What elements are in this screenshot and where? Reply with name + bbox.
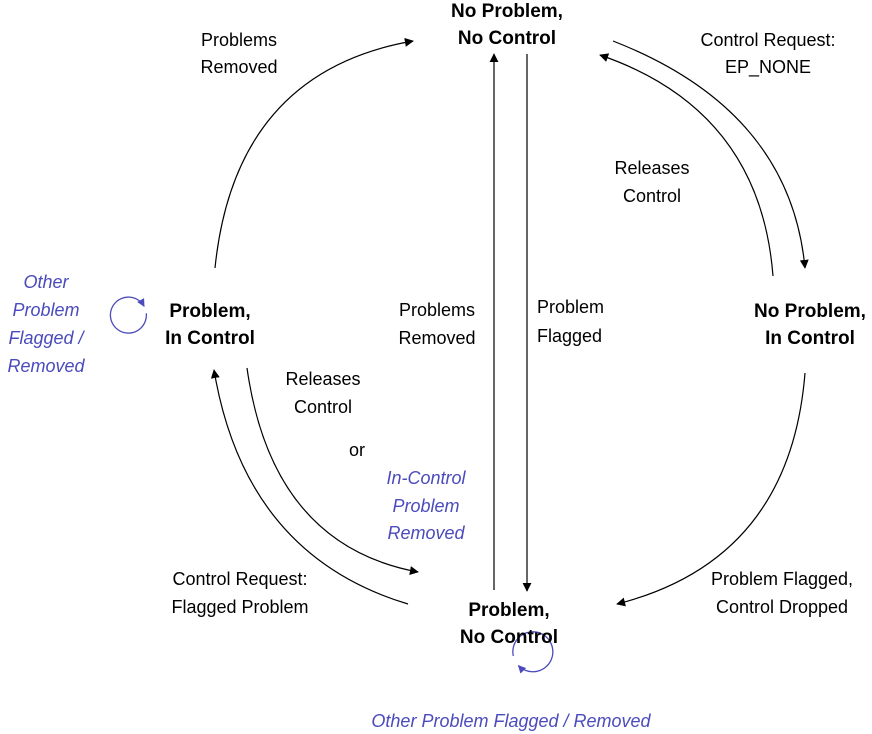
label-problems-removed-top-left-2: Removed bbox=[200, 57, 277, 77]
edge-top-to-right bbox=[612, 40, 809, 269]
label-problems-removed-top-left-1: Problems bbox=[201, 30, 277, 50]
label-left-loop-4: Removed bbox=[7, 356, 85, 376]
label-left-loop-3: Flagged / bbox=[8, 328, 85, 348]
label-problems-removed-center-1: Problems bbox=[399, 300, 475, 320]
label-left-loop-1: Other bbox=[23, 272, 69, 292]
state-bottom-line1: Problem, bbox=[468, 600, 549, 621]
state-left-line1: Problem, bbox=[169, 301, 250, 322]
state-top-line2: No Control bbox=[458, 28, 556, 49]
self-loop-left bbox=[109, 296, 147, 334]
label-in-control-problem-removed-2: Problem bbox=[392, 496, 459, 516]
label-problem-flagged-center-2: Flagged bbox=[537, 326, 602, 346]
label-releases-control-right-1: Releases bbox=[614, 158, 689, 178]
state-right-line1: No Problem, bbox=[754, 301, 866, 322]
label-releases-control-left-2: Control bbox=[294, 397, 352, 417]
edge-left-to-top bbox=[214, 37, 414, 269]
label-problem-flagged-dropped-1: Problem Flagged, bbox=[711, 569, 853, 589]
edge-left-to-bottom bbox=[246, 367, 419, 575]
label-problem-flagged-center-1: Problem bbox=[537, 297, 604, 317]
edge-right-to-bottom bbox=[616, 372, 806, 607]
label-control-request-flagged-1: Control Request: bbox=[172, 569, 307, 589]
label-control-request-none-2: EP_NONE bbox=[725, 57, 811, 78]
state-right-line2: In Control bbox=[765, 328, 855, 349]
label-in-control-problem-removed-1: In-Control bbox=[386, 468, 466, 488]
label-left-loop-2: Problem bbox=[12, 300, 79, 320]
label-releases-control-left-1: Releases bbox=[285, 369, 360, 389]
label-bottom-loop: Other Problem Flagged / Removed bbox=[371, 711, 651, 731]
label-or: or bbox=[349, 440, 365, 460]
state-top-line1: No Problem, bbox=[451, 1, 563, 22]
label-control-request-flagged-2: Flagged Problem bbox=[171, 597, 308, 617]
state-left-line2: In Control bbox=[165, 328, 255, 349]
label-control-request-none-1: Control Request: bbox=[700, 30, 835, 50]
label-releases-control-right-2: Control bbox=[623, 186, 681, 206]
label-problem-flagged-dropped-2: Control Dropped bbox=[716, 597, 848, 617]
edge-bottom-to-left bbox=[210, 369, 409, 605]
label-problems-removed-center-2: Removed bbox=[398, 328, 475, 348]
label-in-control-problem-removed-3: Removed bbox=[387, 523, 465, 543]
self-loop-bottom bbox=[512, 631, 554, 674]
edge-right-to-top bbox=[599, 53, 774, 277]
state-bottom-line2: No Control bbox=[460, 627, 558, 648]
